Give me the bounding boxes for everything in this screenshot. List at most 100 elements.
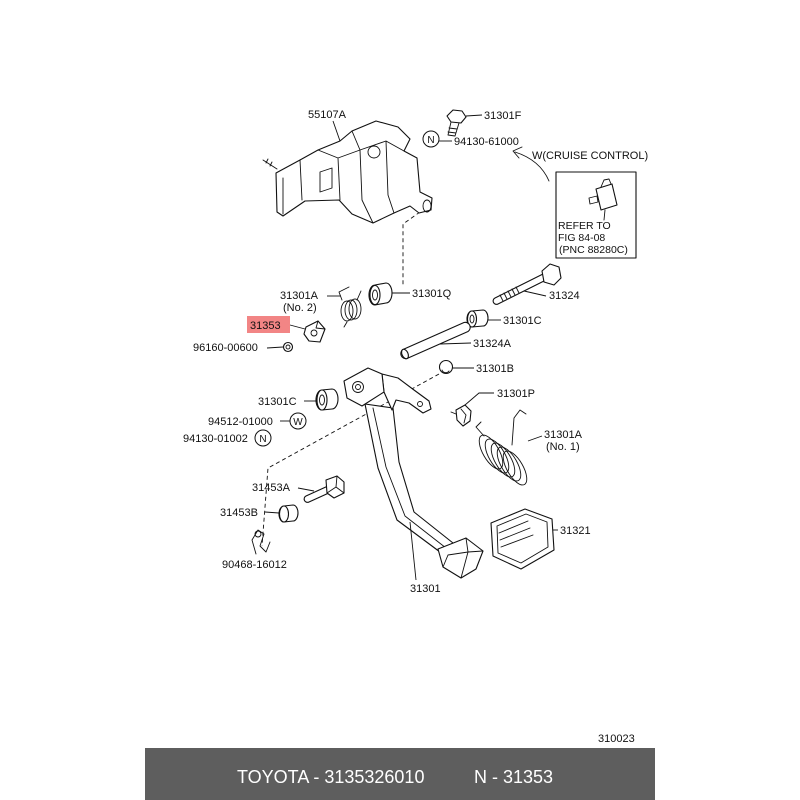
leader-line <box>465 114 483 117</box>
nut-b-part <box>278 504 299 523</box>
callout-cruise-control: W(CRUISE CONTROL) <box>532 150 648 162</box>
pivot-bolt-shank <box>492 273 547 305</box>
leader-line <box>297 487 315 492</box>
callout-bolt-top: 31301F <box>484 110 522 122</box>
reference-arrow <box>512 146 550 182</box>
clip-body <box>303 320 326 343</box>
spring-coil <box>348 298 362 320</box>
figure-number: 310023 <box>598 733 635 745</box>
spring-coil <box>490 442 516 478</box>
footer-reference: N - 31353 <box>474 767 553 787</box>
callout-spring-no2-sub: (No. 2) <box>283 302 317 314</box>
bushing-end <box>316 389 328 411</box>
callout-pedal: 31301 <box>410 583 441 595</box>
cruise-control-reference-box: REFER TO FIG 84-08 (PNC 88280C) <box>555 171 637 259</box>
callout-spring-no1: 31301A <box>544 429 583 441</box>
bolt-a-shaft <box>303 485 332 503</box>
collar-end <box>401 348 409 360</box>
bolt-a-part <box>303 475 345 503</box>
pedal-pad-holder-edges <box>442 537 484 579</box>
ring-outer <box>282 341 294 353</box>
pedal-arm-part <box>343 367 484 579</box>
nut-b-end <box>278 505 290 523</box>
spring-coil <box>502 450 528 486</box>
callout-ball: 31301B <box>476 363 514 375</box>
callout-nut-top: 94130-61000 <box>454 136 519 148</box>
bushing-bore <box>372 289 378 301</box>
pivot-bolt-threads <box>499 286 520 302</box>
bolt-a-edge <box>326 475 345 494</box>
callout-pin-clip: 90468-16012 <box>222 559 287 571</box>
nut-symbol-ring <box>422 130 440 148</box>
footer-part-info: TOYOTA - 3135326010 <box>237 767 424 787</box>
bracket-details <box>262 130 405 224</box>
reference-line-1: REFER TO <box>558 220 611 232</box>
ring-inner <box>285 344 291 350</box>
pin-clip-wire <box>251 529 271 555</box>
leader-line <box>464 392 494 406</box>
collar-part <box>400 321 471 360</box>
callout-washer: 94512-01000 <box>208 416 273 428</box>
pedal-arm-pivot-hole <box>352 381 364 393</box>
washer-symbol-ring <box>289 412 307 430</box>
callout-spring-no1-sub: (No. 1) <box>546 441 580 453</box>
callout-clip-p: 31301P <box>497 388 535 400</box>
callout-bushing-c-left: 31301C <box>258 396 297 408</box>
pedal-arm-plate <box>381 373 432 414</box>
ball-body <box>438 359 454 375</box>
bushing-c-right-part <box>466 309 489 328</box>
leader-line <box>527 435 543 442</box>
pedal-pad-face <box>496 513 549 564</box>
washer-symbol-letter: W <box>293 417 303 428</box>
callout-bracket: 55107A <box>308 109 347 121</box>
bushing-bore <box>469 314 475 324</box>
cruise-switch-details <box>588 178 612 221</box>
clip-p-part <box>450 404 472 427</box>
pedal-pad-part <box>490 508 555 570</box>
nut-lower-symbol-letter: N <box>259 434 266 445</box>
clip-hole <box>310 329 318 337</box>
leader-line <box>264 511 280 514</box>
reference-line-2: FIG 84-08 <box>558 232 605 244</box>
leader-line <box>266 346 284 349</box>
pedal-arm-channel <box>372 407 447 549</box>
pivot-bolt-part <box>492 263 562 305</box>
callout-spring-no2: 31301A <box>280 290 319 302</box>
leader-line <box>523 290 547 297</box>
nut-lower-symbol-ring <box>254 429 272 447</box>
bracket-pivot-pin <box>422 199 432 213</box>
bushing-end <box>466 310 478 328</box>
bolt-head <box>446 109 467 124</box>
callout-nut-b: 31453B <box>220 507 258 519</box>
ball-shading <box>441 369 450 374</box>
spring-coil <box>340 300 354 322</box>
cruise-switch-body <box>595 183 618 211</box>
clip-highlighted-part <box>303 320 326 343</box>
pedal-arm-pivot-bore <box>355 384 361 390</box>
callout-bushing-c-right: 31301C <box>503 315 542 327</box>
highlight-box <box>247 316 290 333</box>
footer-background <box>145 748 655 800</box>
nut-symbol-letter: N <box>427 135 434 146</box>
assembly-dashed-line-upper <box>402 211 421 286</box>
spring-coil <box>496 446 522 482</box>
bushing-c-left-part <box>315 388 339 411</box>
callout-pad: 31321 <box>560 525 591 537</box>
leader-line <box>332 120 341 142</box>
bolt-a-head <box>325 475 345 499</box>
callout-pivot-bolt: 31324 <box>549 290 580 302</box>
spring-coil <box>344 299 358 321</box>
bracket-pivot-hole <box>367 145 381 159</box>
bushing-bore <box>319 394 325 406</box>
callout-bushing-q: 31301Q <box>412 288 452 300</box>
spring-no1-part <box>475 409 528 486</box>
callout-nut-lower: 94130-01002 <box>183 433 248 445</box>
bolt-top-part <box>446 109 467 137</box>
bushing-end <box>369 284 381 306</box>
bolt-shank <box>447 121 460 137</box>
spring-legs <box>338 286 362 328</box>
spring-no2-part <box>338 286 362 328</box>
leader-line <box>289 324 306 330</box>
clip-edge <box>315 320 326 330</box>
